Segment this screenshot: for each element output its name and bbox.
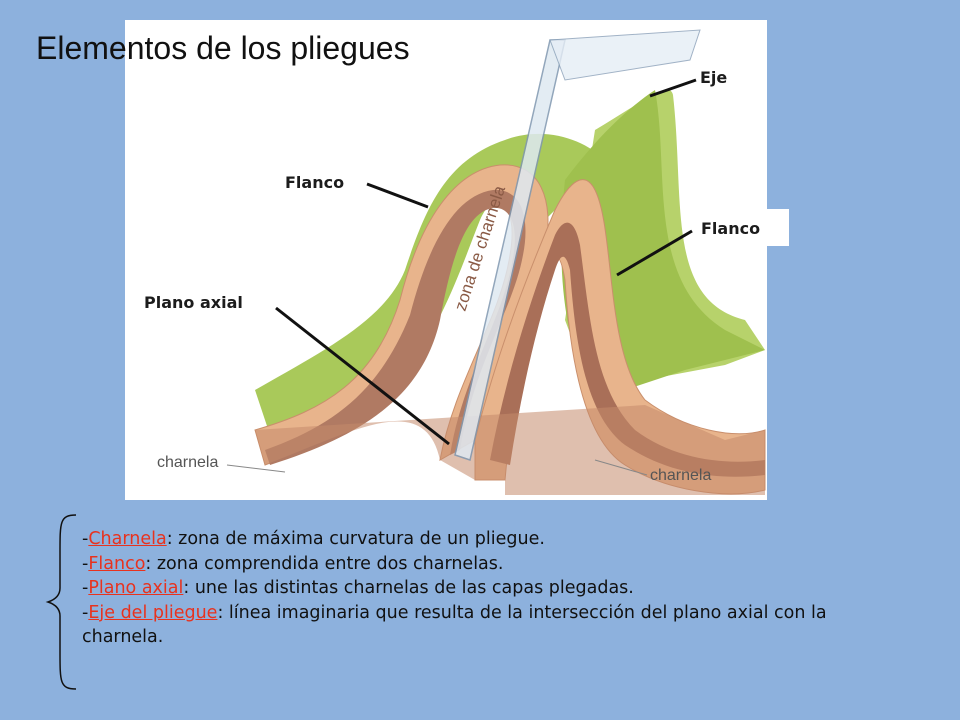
term-charnela: Charnela (88, 529, 167, 549)
term-plano-axial: Plano axial (88, 578, 184, 598)
term-eje-pliegue: Eje del pliegue (88, 602, 218, 623)
label-flanco-right: Flanco (701, 219, 761, 238)
label-eje: Eje (700, 68, 728, 87)
definition-flanco: -Flanco: zona comprendida entre dos char… (82, 553, 504, 574)
label-plano-axial: Plano axial (144, 293, 243, 312)
term-flanco: Flanco (88, 553, 146, 574)
label-backdrop (767, 209, 789, 246)
fold-illustration: zona de charnela charnela charnela (157, 29, 766, 495)
definition-plano-axial: -Plano axial: une las distintas charnela… (82, 578, 634, 598)
label-charnela-right: charnela (650, 467, 711, 484)
charnela-right-pointer (594, 459, 648, 476)
curly-brace (45, 514, 77, 690)
definitions-list: -Charnela: zona de máxima curvatura de u… (82, 527, 862, 650)
label-charnela-left: charnela (157, 454, 218, 471)
definition-charnela: -Charnela: zona de máxima curvatura de u… (82, 529, 545, 549)
definition-eje-pliegue: -Eje del pliegue: línea imaginaria que r… (82, 602, 827, 648)
axial-plane-back (549, 29, 701, 81)
fold-diagram: zona de charnela charnela charnela (125, 20, 767, 500)
page-title: Elementos de los pliegues (36, 30, 410, 66)
label-flanco-left: Flanco (285, 173, 345, 192)
charnela-left-pointer (226, 464, 286, 473)
